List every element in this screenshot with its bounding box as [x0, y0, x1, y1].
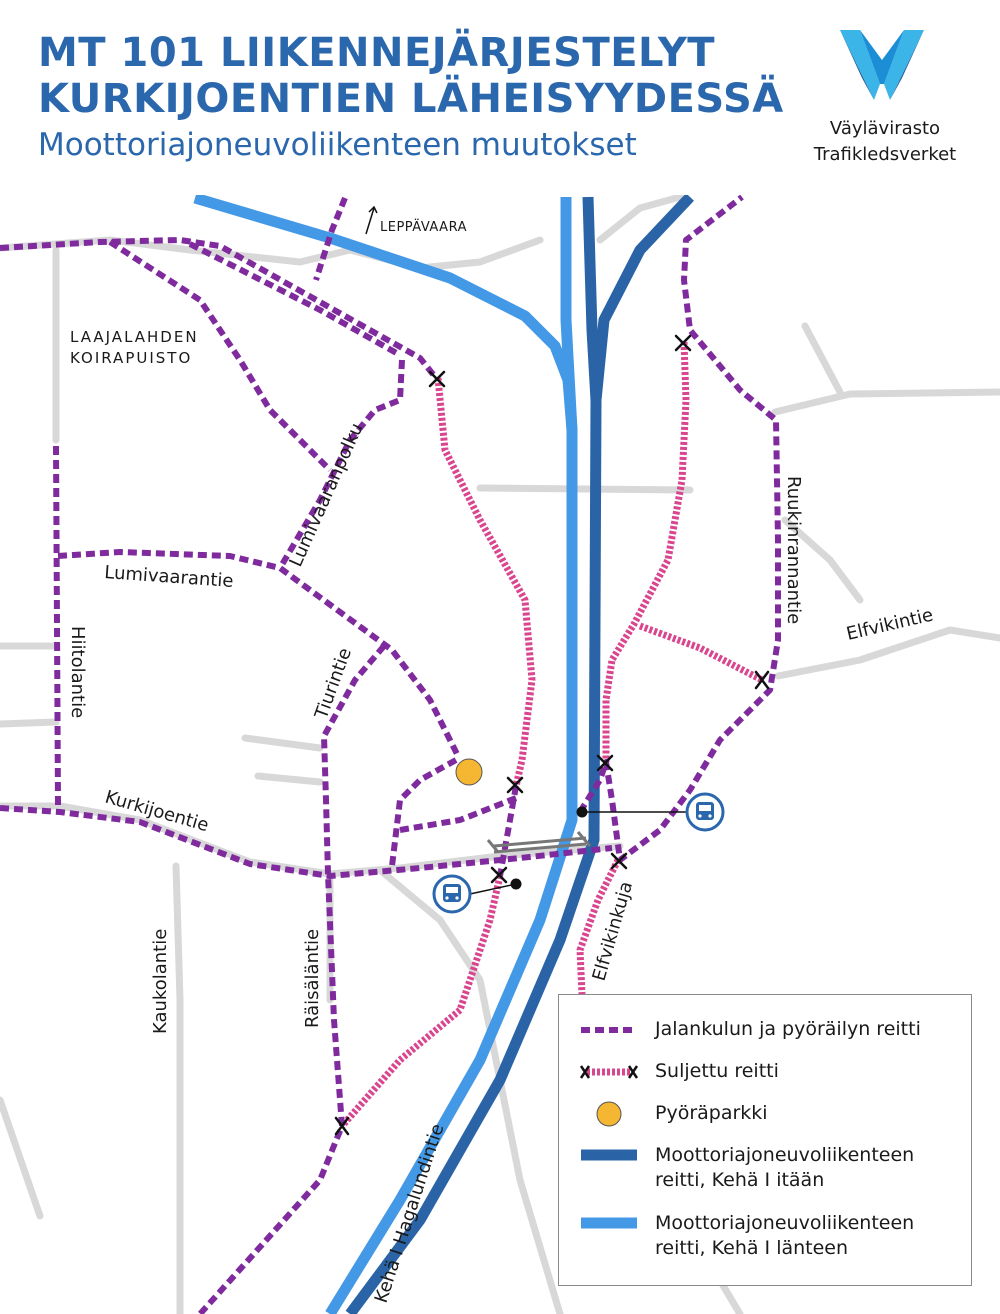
label-ruukinrannantie: Ruukinrannantie [783, 476, 804, 624]
page-title: MT 101 LIIKENNEJÄRJESTELYT KURKIJOENTIEN… [38, 30, 784, 122]
map-legend: Jalankulun ja pyöräilyn reitti Suljettu … [558, 994, 972, 1286]
closed-x-icon [334, 1116, 350, 1136]
legend-label: Moottoriajoneuvoliikenteen reitti, Kehä … [655, 1211, 965, 1261]
street-southwest [0, 1096, 44, 1220]
street-ruukinranta-spur [781, 516, 864, 604]
legend-label: Suljettu reitti [655, 1060, 779, 1082]
title-line-2: KURKIJOENTIEN LÄHEISYYDESSÄ [38, 76, 784, 122]
route-east-main [345, 196, 602, 1314]
street-top-right [596, 195, 684, 244]
legend-label-line-1: Moottoriajoneuvoliikenteen [655, 1212, 915, 1234]
header: MT 101 LIIKENNEJÄRJESTELYT KURKIJOENTIEN… [0, 0, 1000, 195]
route-west [193, 195, 578, 1314]
label-leppavaara: LEPPÄVAARA [380, 219, 467, 235]
closed-x-icon [490, 866, 508, 884]
title-line-1: MT 101 LIIKENNEJÄRJESTELYT [38, 30, 716, 76]
walk-route-east-loop [577, 195, 781, 863]
closed-route-east-middle [602, 341, 690, 762]
closed-x-icon [596, 754, 614, 772]
legend-route-west-symbol [581, 1217, 637, 1229]
vaylavirasto-v-logo-icon [840, 30, 924, 100]
legend-route-east-symbol [581, 1149, 637, 1161]
legend-label: Jalankulun ja pyöräilyn reitti [655, 1018, 921, 1040]
closed-route-southwest [339, 875, 504, 1129]
route-west-north [560, 197, 578, 431]
label-raisalantie: Räisäläntie [302, 929, 323, 1028]
bus-stop-west[interactable] [432, 874, 522, 914]
street-east-spur [801, 322, 844, 396]
label-lumivaaranpolku: Lumivaaranpolku [285, 420, 367, 570]
legend-bike-parking-symbol [596, 1101, 622, 1127]
route-east [345, 195, 695, 1314]
bridge-deck [493, 836, 587, 848]
vaylavirasto-logo: Väylävirasto Trafikledsverket [790, 30, 980, 170]
page-subtitle: Moottoriajoneuvoliikenteen muutokset [38, 127, 637, 163]
street-elfvikintie [774, 626, 1000, 680]
bus-stop-point [576, 806, 588, 818]
label-koirapuisto-2: KOIRAPUISTO [70, 349, 192, 367]
label-koirapuisto-1: LAAJALAHDEN [70, 328, 199, 346]
closed-x-icon [674, 334, 692, 352]
walk-route-hiitolantie [53, 445, 61, 807]
closed-x-icon [610, 852, 628, 870]
closed-route-elfvikinkuja [576, 858, 622, 995]
legend-label: Pyöräparkki [655, 1102, 768, 1124]
walk-route-lumivaarantie [57, 549, 461, 758]
walk-route-top [0, 237, 439, 380]
closed-routes [339, 341, 764, 1129]
street-kaukolantie [172, 862, 184, 1314]
logo-line-1: Väylävirasto [829, 118, 941, 139]
walk-route-diagonal-2 [108, 239, 333, 473]
closed-markers [334, 334, 770, 1136]
walk-bike-routes [0, 195, 781, 1314]
bridge-ends [486, 831, 592, 853]
walk-route-underpass-west [497, 785, 519, 877]
legend-walk-route-symbol [581, 1027, 637, 1033]
street-kurkijoentie [0, 802, 624, 878]
bridge-deck-lower [493, 842, 587, 854]
walk-route-kurkijoentie [0, 805, 613, 879]
street-tiuri-west-2 [254, 772, 324, 786]
street-west-2 [0, 718, 60, 728]
route-east-north [590, 195, 695, 401]
bike-parking-marker[interactable] [455, 758, 483, 786]
legend-label: Moottoriajoneuvoliikenteen reitti, Kehä … [655, 1143, 965, 1193]
label-elfvikinkuja: Elfvikinkuja [589, 879, 637, 983]
map-canvas[interactable]: LEPPÄVAARA LAAJALAHDEN KOIRAPUISTO Lumiv… [0, 195, 1000, 1314]
legend-closed-route-symbol [579, 1065, 639, 1079]
street-top [0, 236, 544, 272]
bus-stop-point [510, 878, 522, 890]
closed-x-icon [754, 670, 770, 690]
label-hiitolantie: Hiitolantie [67, 626, 88, 718]
street-east-top [771, 388, 1000, 416]
label-kaukolantie: Kaukolantie [150, 929, 171, 1034]
map[interactable]: LEPPÄVAARA LAAJALAHDEN KOIRAPUISTO Lumiv… [0, 195, 1000, 1314]
bridge [486, 831, 592, 854]
closed-route-north-west [434, 377, 536, 787]
label-keha-hagalundintie: Kehä I Hagalundintie [371, 1121, 449, 1305]
street-tiuri-west-1 [241, 734, 324, 752]
street-middle [476, 484, 694, 494]
closed-route-elfvikintie [638, 622, 764, 684]
bus-stop-east[interactable] [576, 792, 725, 832]
closed-x-icon [506, 776, 524, 794]
label-lumivaarantie: Lumivaarantie [104, 562, 234, 592]
legend-label-line-2: reitti, Kehä I länteen [655, 1237, 849, 1259]
logo-text: Väylävirasto Trafikledsverket [790, 116, 980, 168]
walk-route-lumivaaranpolku [277, 359, 405, 570]
legend-label-line-2: reitti, Kehä I itään [655, 1169, 825, 1191]
label-tiurintie: Tiurintie [311, 645, 356, 722]
legend-label-line-1: Moottoriajoneuvoliikenteen [655, 1144, 915, 1166]
walk-route-parking-loop [389, 757, 458, 867]
walk-route-leppavaara [313, 196, 348, 281]
walk-route-diagonal-1 [188, 241, 402, 358]
walk-route-parking-connector [399, 795, 518, 833]
logo-line-2: Trafikledsverket [813, 144, 957, 165]
north-arrow-icon [365, 205, 378, 235]
closed-x-icon [428, 370, 446, 388]
